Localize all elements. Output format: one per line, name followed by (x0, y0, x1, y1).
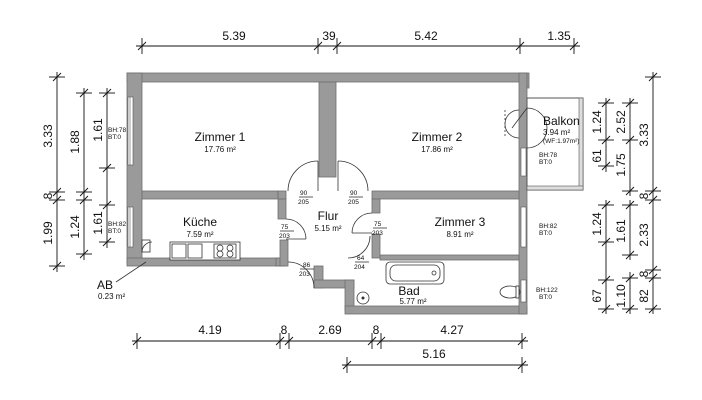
dim-right-9: 82 (637, 289, 651, 303)
room-ab-name: AB (97, 278, 113, 292)
room-balkon-name: Balkon (543, 114, 580, 128)
dim-bottom-3: 2.69 (318, 323, 342, 337)
door-labels: 90 205 90 205 75 203 75 203 86 203 64 20… (279, 190, 387, 278)
room-zimmer-3-area: 8.91 m² (446, 230, 473, 239)
dim-bottom-1: 4.19 (198, 323, 222, 337)
dimension-right (598, 72, 661, 314)
dim-left-outer-3: 1.99 (41, 221, 55, 245)
dim-right-1: 1.24 (590, 110, 604, 134)
dim-top-4: 1.35 (547, 29, 571, 43)
room-balkon-area: 3.94 m² (543, 128, 570, 137)
balcony-door (504, 109, 520, 139)
dim-top-3: 5.42 (414, 29, 438, 43)
dim-right-outer-3: 2.33 (637, 223, 651, 247)
door-2-height: 205 (348, 199, 359, 206)
dim-bottom-2: 8 (281, 323, 288, 337)
window-5-bh: BH:122 (536, 287, 558, 294)
window-1-bh: BH:78 (108, 127, 126, 134)
dim-right-5: 1.24 (590, 212, 604, 236)
door-6-height: 204 (354, 264, 365, 271)
room-zimmer-2-area: 17.86 m² (421, 145, 453, 154)
window-4-bt: BT:0 (539, 230, 552, 237)
dim-left-inner-2: 1.61 (91, 118, 105, 142)
room-bad-name: Bad (398, 284, 419, 298)
dim-right-outer-4: 8 (637, 270, 651, 277)
dimension-top (136, 38, 580, 54)
dim-right-8: 1.10 (614, 284, 628, 308)
room-zimmer-1-name: Zimmer 1 (195, 130, 246, 144)
dim-bottom-4: 8 (373, 323, 380, 337)
window-2-bt: BT:0 (108, 228, 121, 235)
door-4-width: 75 (374, 221, 382, 228)
dimension-left (49, 72, 115, 272)
dim-left-outer-1: 3.33 (41, 124, 55, 148)
door-3-width: 75 (281, 224, 289, 231)
door-6-width: 64 (357, 255, 365, 262)
dimension-bottom (132, 333, 528, 373)
dim-top-2: 39 (322, 29, 336, 43)
dim-top-1: 5.39 (222, 29, 246, 43)
door-swings (285, 160, 373, 289)
room-bad-area: 5.77 m² (399, 297, 426, 306)
dim-left-inner-1: 1.88 (68, 130, 82, 154)
window-2-bh: BH:82 (108, 221, 126, 228)
walls (126, 72, 530, 315)
kitchen-fixtures (141, 239, 241, 261)
dim-bottom-6: 5.16 (422, 347, 446, 361)
room-ab-area: 0.23 m² (98, 292, 125, 301)
door-5-width: 86 (303, 262, 311, 269)
dim-right-2: 2.52 (614, 110, 628, 134)
room-zimmer-1-area: 17.76 m² (204, 145, 236, 154)
room-zimmer-3-name: Zimmer 3 (435, 215, 486, 229)
dim-right-4: 1.75 (614, 153, 628, 177)
door-3-height: 203 (279, 233, 290, 240)
dim-left-inner-4: 1.61 (91, 211, 105, 235)
room-zimmer-2-name: Zimmer 2 (412, 130, 463, 144)
window-5-bt: BT:0 (539, 294, 552, 301)
window-4-bh: BH:82 (539, 223, 557, 230)
dim-left-outer-2: 8 (41, 192, 55, 199)
dim-bottom-5: 4.27 (440, 323, 464, 337)
dim-right-outer-2: 8 (637, 192, 651, 199)
door-1-height: 205 (298, 199, 309, 206)
door-1-width: 90 (300, 190, 308, 197)
door-5-height: 203 (299, 271, 310, 278)
balcony-outline (511, 97, 584, 191)
windows (127, 96, 527, 303)
window-labels: BH:78 BT:0 BH:82 BT:0 BH:78 BT:0 BH:82 B… (108, 127, 558, 301)
room-balkon-note: (WF:1.97m²) (543, 138, 579, 145)
door-4-height: 203 (372, 230, 383, 237)
room-kueche-area: 7.59 m² (186, 230, 213, 239)
window-3-bh: BH:78 (539, 152, 557, 159)
dim-right-7: 67 (590, 289, 604, 303)
window-3-bt: BT:0 (539, 159, 552, 166)
window-1-bt: BT:0 (108, 134, 121, 141)
room-flur-name: Flur (318, 209, 339, 223)
dim-right-outer-1: 3.33 (637, 123, 651, 147)
dim-left-inner-3: 1.24 (68, 215, 82, 239)
room-flur-area: 5.15 m² (314, 224, 341, 233)
dim-right-6: 1.61 (614, 219, 628, 243)
door-2-width: 90 (350, 190, 358, 197)
room-kueche-name: Küche (183, 215, 217, 229)
bathroom-fixtures (356, 261, 521, 305)
dim-right-3: 61 (590, 149, 604, 163)
